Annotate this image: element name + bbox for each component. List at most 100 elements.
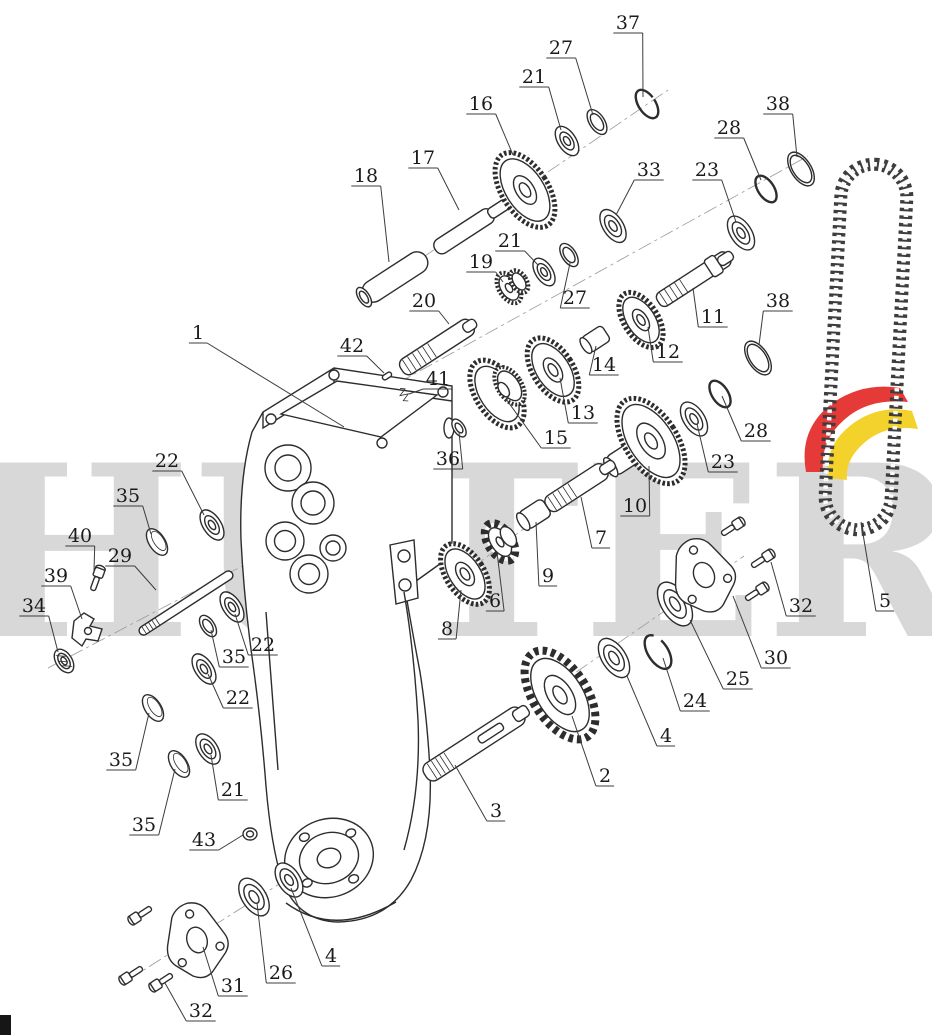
bearing-21-top [554, 125, 580, 157]
part-number: 35 [222, 646, 246, 668]
part-number: 31 [221, 975, 245, 997]
part-number: 38 [766, 290, 790, 312]
pin-42 [381, 371, 393, 381]
part-number: 24 [683, 690, 707, 712]
part-number: 41 [426, 368, 450, 390]
shaft-17 [433, 199, 510, 255]
callout-11: 11 [692, 287, 728, 328]
callout-21: 21 [519, 66, 562, 131]
plug-43 [242, 827, 258, 841]
ring-38-mid [743, 340, 773, 376]
circlip-28-top [754, 174, 778, 204]
bearing-4-right [597, 637, 631, 679]
part-number: 8 [441, 618, 453, 640]
part-number: 27 [549, 37, 573, 59]
callout-24: 24 [662, 657, 710, 712]
callout-27: 27 [546, 37, 594, 116]
circlip-24 [643, 633, 673, 671]
part-number: 32 [189, 1000, 213, 1022]
callout-35: 35 [106, 712, 150, 771]
callout-2: 2 [571, 715, 615, 787]
callout-38: 38 [758, 290, 793, 346]
part-number: 22 [155, 450, 179, 472]
bearing-21-left [195, 733, 221, 765]
callout-28: 28 [714, 117, 762, 181]
shaft-3 [422, 704, 531, 782]
sprocket-6 [480, 519, 520, 565]
callout-23: 23 [696, 423, 738, 473]
part-number: 37 [616, 12, 640, 34]
cap-35-d [167, 749, 191, 779]
corner-mark [0, 1015, 11, 1035]
circlip-28-mid [708, 379, 732, 409]
part-number: 26 [269, 962, 293, 984]
washer-36 [451, 418, 467, 438]
callout-14: 14 [588, 345, 619, 376]
spacer-14 [579, 325, 611, 355]
callout-15: 15 [505, 398, 571, 449]
callout-38: 38 [763, 93, 798, 158]
part-number: 21 [221, 779, 245, 801]
chain-5 [818, 157, 914, 537]
cover-plate-31 [154, 894, 238, 987]
callout-25: 25 [689, 619, 753, 690]
callout-23: 23 [692, 159, 737, 223]
shift-fork-39 [71, 612, 103, 648]
callout-29: 29 [105, 545, 157, 591]
bolt-32-bottom [146, 970, 176, 994]
part-number: 33 [637, 159, 661, 181]
part-number: 4 [325, 945, 337, 967]
bearing-22-a [199, 509, 225, 541]
part-number: 22 [226, 687, 250, 709]
part-number: 18 [354, 165, 378, 187]
gear-10 [602, 395, 688, 487]
bearing-22-c [191, 653, 217, 685]
callout-4: 4 [290, 887, 341, 967]
callout-42: 42 [337, 335, 385, 374]
bearing-4-bottom [274, 862, 304, 898]
cluster-gear-19 [494, 268, 531, 306]
cap-35-c [141, 693, 165, 723]
part-number: 21 [522, 66, 546, 88]
parts-layer [53, 88, 914, 994]
callout-37: 37 [613, 12, 644, 98]
part-number: 35 [109, 749, 133, 771]
bearing-26 [238, 877, 270, 917]
callout-1: 1 [188, 322, 345, 428]
callout-22: 22 [234, 613, 278, 656]
part-number: 4 [660, 725, 672, 747]
callout-26: 26 [256, 902, 296, 984]
callout-13: 13 [559, 377, 598, 424]
callout-17: 17 [408, 147, 460, 211]
part-number: 39 [44, 565, 68, 587]
callout-18: 18 [351, 165, 390, 263]
callout-28: 28 [721, 395, 771, 442]
gearbox-housing [240, 367, 455, 923]
callout-27: 27 [559, 262, 590, 309]
callout-35: 35 [113, 485, 152, 535]
bolt-32-bottom [125, 903, 155, 927]
part-number: 10 [623, 495, 647, 517]
callout-21: 21 [495, 230, 539, 266]
washer-35-b [198, 614, 218, 638]
spacer-9 [515, 499, 551, 532]
callout-21: 21 [210, 754, 248, 801]
part-number: 11 [701, 306, 725, 328]
callout-33: 33 [615, 159, 664, 216]
gear-8 [438, 541, 492, 607]
callout-32: 32 [164, 982, 216, 1022]
part-number: 7 [595, 527, 607, 549]
bearing-22-b [219, 591, 245, 623]
part-number: 5 [879, 590, 891, 612]
part-number: 38 [766, 93, 790, 115]
part-number: 23 [695, 159, 719, 181]
part-number: 15 [544, 427, 568, 449]
callout-5: 5 [860, 521, 895, 612]
part-number: 28 [744, 420, 768, 442]
callout-41: 41 [408, 368, 453, 395]
sprocket-2 [520, 646, 600, 744]
gear-13 [524, 335, 582, 405]
part-number: 40 [68, 525, 92, 547]
